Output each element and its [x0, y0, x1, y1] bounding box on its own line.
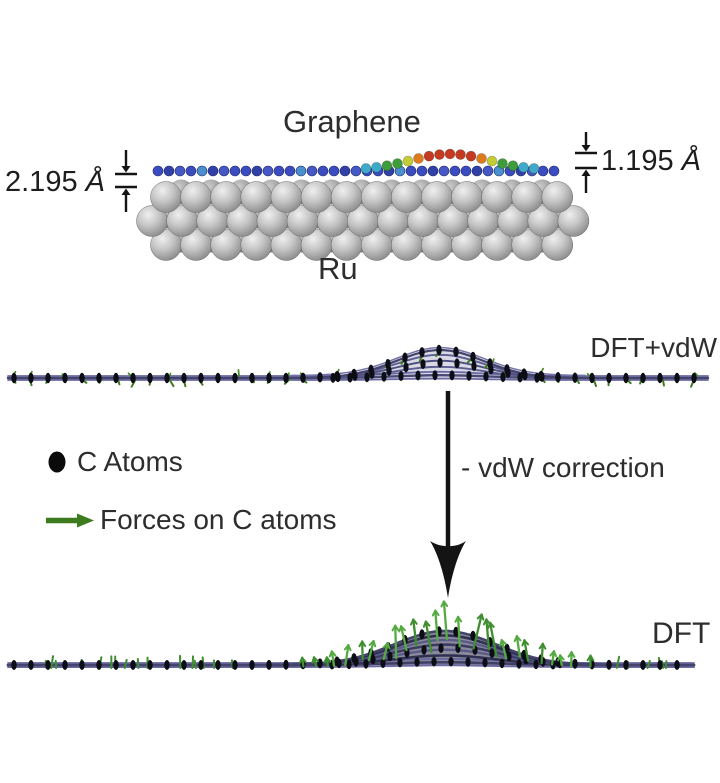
dft-label: DFT	[652, 617, 711, 650]
graphene-ru-side-view	[115, 132, 597, 261]
dft-graphene-sheet	[6, 600, 696, 670]
dft-vdw-graphene-sheet	[6, 344, 712, 388]
c-atom-icon	[48, 451, 66, 473]
vdw-correction-label: - vdW correction	[461, 452, 665, 483]
graphene-label: Graphene	[283, 104, 421, 139]
right-distance-unit: Å	[681, 145, 701, 177]
left-distance-annotation: 2.195 Å	[5, 166, 105, 199]
vdw-correction-arrow	[430, 391, 466, 598]
force-arrow-icon	[46, 513, 94, 528]
ru-label: Ru	[318, 251, 358, 286]
legend-forces-label: Forces on C atoms	[100, 504, 337, 535]
legend-forces: Forces on C atoms	[44, 504, 337, 535]
left-distance-unit: Å	[85, 166, 105, 198]
left-distance-value: 2.195	[5, 166, 78, 198]
legend-c-atoms: C Atoms	[46, 446, 183, 477]
legend-c-atoms-label: C Atoms	[77, 446, 183, 477]
right-distance-value: 1.195	[601, 145, 674, 177]
dft-vdw-label: DFT+vdW	[590, 332, 717, 363]
right-distance-annotation: 1.195 Å	[601, 145, 701, 178]
